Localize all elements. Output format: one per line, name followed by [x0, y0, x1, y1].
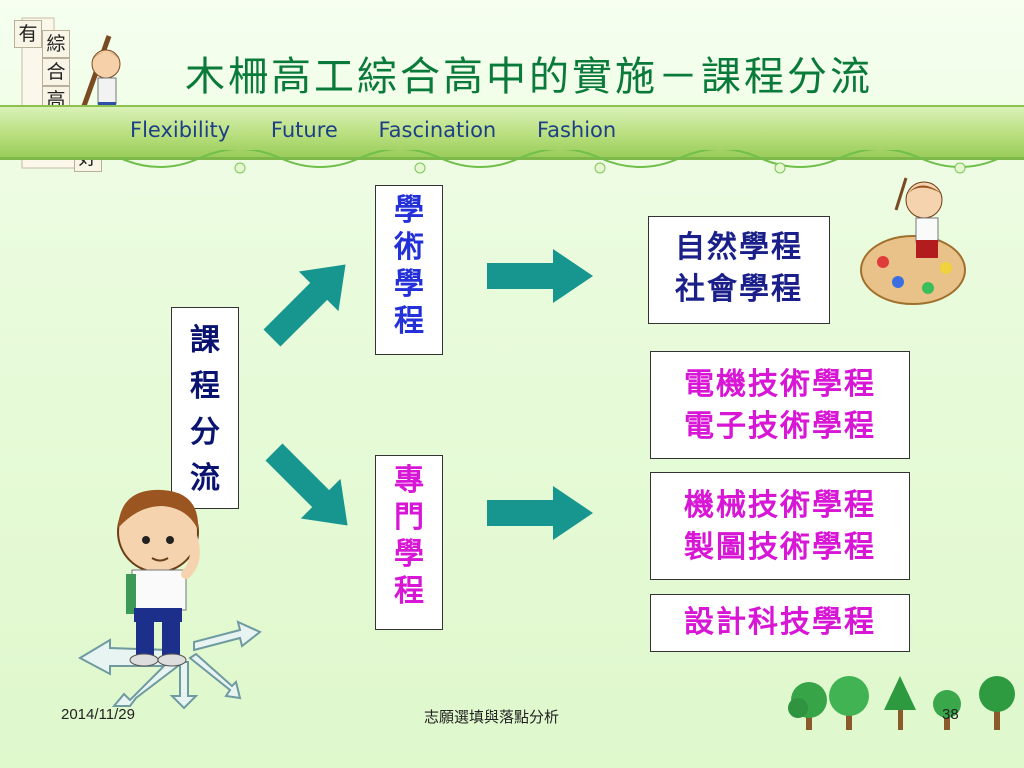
program-social: 社會學程 — [675, 272, 803, 307]
academic-programs-box: 自然學程 社會學程 — [648, 216, 830, 324]
professional-box: 專 門 學 程 — [375, 455, 443, 630]
professional-char: 門 — [394, 500, 424, 535]
professional-char: 學 — [394, 537, 424, 572]
tree-icon — [933, 690, 961, 730]
program-design: 設計科技學程 — [684, 605, 876, 640]
tree-icon — [829, 676, 869, 730]
program-natural: 自然學程 — [675, 230, 803, 265]
logo-char-you: 有 — [14, 20, 42, 48]
tree-icon — [884, 676, 916, 730]
program-electrical: 電機技術學程 — [684, 367, 876, 402]
academic-box: 學 術 學 程 — [375, 185, 443, 355]
root-char: 分 — [190, 415, 220, 450]
professional-char: 專 — [394, 463, 424, 498]
banner-word-fascination: Fascination — [378, 118, 497, 142]
program-mechanical: 機械技術學程 — [684, 488, 876, 523]
footer-subject: 志願選填與落點分析 — [424, 709, 560, 726]
pro-group2-box: 機械技術學程 製圖技術學程 — [650, 472, 910, 580]
program-drafting: 製圖技術學程 — [684, 530, 876, 565]
academic-char: 術 — [394, 230, 424, 265]
banner-word-fashion: Fashion — [536, 118, 617, 142]
slide-title: 木柵高工綜合高中的實施－課程分流 — [185, 54, 873, 100]
academic-char: 程 — [394, 304, 424, 339]
arrow-up-right-icon — [263, 264, 346, 347]
academic-char: 學 — [394, 193, 424, 228]
vine-decoration — [120, 150, 1001, 174]
root-char: 課 — [190, 323, 220, 358]
arrow-right-icon — [487, 486, 593, 540]
root-char: 流 — [190, 461, 220, 496]
student-pointing-illustration — [77, 489, 262, 710]
root-char: 程 — [190, 369, 220, 404]
arrow-down-right-icon — [265, 443, 348, 526]
logo-char-he: 合 — [42, 58, 70, 86]
tree-icon — [788, 682, 827, 730]
root-box: 課 程 分 流 — [171, 307, 239, 509]
pro-group1-box: 電機技術學程 電子技術學程 — [650, 351, 910, 459]
pro-group3-box: 設計科技學程 — [650, 594, 910, 652]
logo-char-zong: 綜 — [42, 30, 70, 58]
banner-strip — [0, 105, 1024, 160]
banner-word-flexibility: Flexibility — [130, 118, 231, 142]
professional-char: 程 — [394, 574, 424, 609]
trees-decoration — [788, 676, 1015, 730]
tree-icon — [979, 676, 1015, 730]
footer-date: 2014/11/29 — [61, 706, 135, 723]
banner-word-future: Future — [270, 118, 338, 142]
arrow-right-icon — [487, 249, 593, 303]
academic-char: 學 — [394, 267, 424, 302]
program-electronics: 電子技術學程 — [684, 409, 876, 444]
banner-words: Flexibility Future Fascination Fashion — [130, 118, 650, 142]
painter-boy-illustration — [860, 177, 966, 305]
footer-page-number: 38 — [942, 706, 959, 723]
